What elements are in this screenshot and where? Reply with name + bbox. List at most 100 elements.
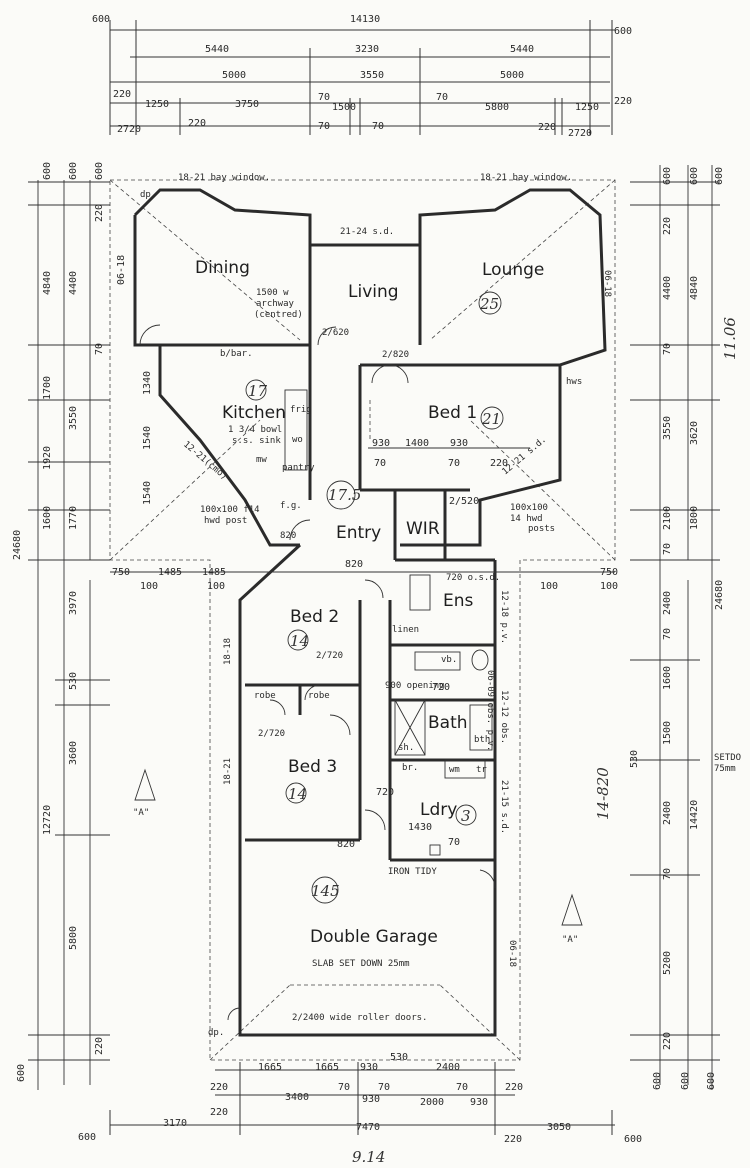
dim-bot-1665-a: 1665 bbox=[258, 1062, 282, 1073]
note-pantry: pantry bbox=[282, 463, 315, 473]
dim-right-4400: 4400 bbox=[662, 276, 673, 300]
note-linen: linen bbox=[392, 625, 419, 635]
dim-mid-720-b: 720 bbox=[432, 682, 450, 693]
note-iron-tidy: IRON TIDY bbox=[388, 867, 437, 877]
dim-bot-70-b: 70 bbox=[378, 1082, 390, 1093]
dim-left-1920: 1920 bbox=[42, 446, 53, 470]
note-tr: tr bbox=[476, 765, 487, 775]
dim-right-600-a: 600 bbox=[662, 167, 673, 185]
room-ens: Ens bbox=[443, 591, 474, 611]
dim-bot-600-right: 600 bbox=[624, 1134, 642, 1145]
dim-mid-1485-a: 1485 bbox=[158, 567, 182, 578]
room-entry: Entry bbox=[336, 523, 381, 543]
dim-left-70-a: 70 bbox=[94, 343, 105, 355]
dim-right-220-b: 220 bbox=[662, 1032, 673, 1050]
dim-mid-100-c: 100 bbox=[540, 581, 558, 592]
dim-mid-720-a: 720 bbox=[376, 787, 394, 798]
note-dp-2: dp. bbox=[208, 1028, 224, 1038]
dim-right-600-b: 600 bbox=[689, 167, 700, 185]
note-robe-2: robe bbox=[308, 691, 330, 701]
note-w-0618-garage: 06-18 bbox=[507, 940, 517, 967]
dim-top-5440-left: 5440 bbox=[205, 44, 229, 55]
note-w-0618-right: 06-18 bbox=[602, 270, 612, 297]
dim-top-5800: 5800 bbox=[485, 102, 509, 113]
note-w-0609: 06-09 obs. p.v. bbox=[485, 670, 495, 751]
dim-mid-2-520: 2/520 bbox=[449, 496, 479, 507]
note-dp-1: dp. bbox=[140, 190, 156, 200]
dim-left-24680: 24680 bbox=[12, 530, 23, 560]
dim-top-70-a: 70 bbox=[318, 92, 330, 103]
handwritten-bottom: 9.14 bbox=[352, 1148, 385, 1166]
dim-mid-930-b: 930 bbox=[450, 438, 468, 449]
dim-right-600-f: 600 bbox=[706, 1072, 717, 1090]
dim-left-3600: 3600 bbox=[68, 741, 79, 765]
dim-right-1800: 1800 bbox=[689, 506, 700, 530]
note-bed3-door: 2/720 bbox=[258, 729, 285, 739]
area-bed2: 14 bbox=[290, 632, 309, 650]
note-door-2-620: 2/620 bbox=[322, 328, 349, 338]
dim-right-70-b: 70 bbox=[662, 543, 673, 555]
dim-bot-3050: 3050 bbox=[547, 1122, 571, 1133]
dim-mid-100-a: 100 bbox=[140, 581, 158, 592]
dim-right-4840: 4840 bbox=[689, 276, 700, 300]
room-ldry: Ldry bbox=[420, 800, 457, 820]
dim-top-70-b: 70 bbox=[436, 92, 448, 103]
note-w-1218: 12-18 p.v. bbox=[499, 590, 509, 644]
note-hws: hws bbox=[566, 377, 582, 387]
dim-top-2720-left: 2720 bbox=[117, 124, 141, 135]
note-post-right-2: 14 hwd bbox=[510, 514, 543, 524]
dim-left-1540-a: 1540 bbox=[142, 426, 153, 450]
dim-top-5440-right: 5440 bbox=[510, 44, 534, 55]
dim-right-1500: 1500 bbox=[662, 721, 673, 745]
dim-bot-930-c: 930 bbox=[470, 1097, 488, 1108]
dim-bot-2000: 2000 bbox=[420, 1097, 444, 1108]
dim-left-1700: 1700 bbox=[42, 376, 53, 400]
note-w-1818: 18-18 bbox=[223, 638, 233, 665]
note-sink-1: 1 3/4 bowl bbox=[228, 425, 282, 435]
dim-top-overall: 14130 bbox=[350, 14, 380, 25]
dim-top-220: 220 bbox=[113, 89, 131, 100]
dim-bot-220-b: 220 bbox=[505, 1082, 523, 1093]
area-ldry: 3 bbox=[461, 807, 471, 825]
dim-right-2100: 2100 bbox=[662, 506, 673, 530]
dim-mid-1485-b: 1485 bbox=[202, 567, 226, 578]
note-bth: bth bbox=[474, 735, 490, 745]
dim-right-600-c: 600 bbox=[714, 167, 725, 185]
note-sink-2: s.s. sink bbox=[232, 436, 281, 446]
dim-left-12720: 12720 bbox=[42, 805, 53, 835]
dim-mid-750-a: 750 bbox=[112, 567, 130, 578]
dim-top-70-d: 70 bbox=[372, 121, 384, 132]
note-fg: f.g. bbox=[280, 501, 302, 511]
dim-right-70-a: 70 bbox=[662, 343, 673, 355]
handwriting: 14-820 11.06 9.14 SETDO 75mm bbox=[352, 317, 741, 1166]
area-entry: 17.5 bbox=[328, 486, 361, 504]
dim-bot-2400: 2400 bbox=[436, 1062, 460, 1073]
dim-mid-70-b: 70 bbox=[448, 458, 460, 469]
note-bed2-door: 2/720 bbox=[316, 651, 343, 661]
room-labels: Dining Living Lounge Kitchen Bed 1 Entry… bbox=[195, 258, 544, 947]
left-dimensions: 600 600 600 220 4400 4840 06-18 70 1700 … bbox=[12, 162, 153, 1090]
note-wo: wo bbox=[292, 435, 303, 445]
dim-left-1770: 1770 bbox=[68, 506, 79, 530]
setdown-2: 75mm bbox=[714, 764, 736, 774]
room-bath: Bath bbox=[428, 713, 468, 733]
dim-top-70-c: 70 bbox=[318, 121, 330, 132]
dim-right-600-e: 600 bbox=[680, 1072, 691, 1090]
dim-top-220-right: 220 bbox=[614, 96, 632, 107]
dim-top-1500: 1500 bbox=[332, 102, 356, 113]
dim-mid-750-b: 750 bbox=[600, 567, 618, 578]
dim-top-2720-right: 2720 bbox=[568, 128, 592, 139]
area-bed3: 14 bbox=[288, 785, 307, 803]
note-opening: 900 opening bbox=[385, 681, 445, 691]
note-sh: sh. bbox=[398, 743, 414, 753]
dim-bot-1665-b: 1665 bbox=[315, 1062, 339, 1073]
dim-bot-220-a: 220 bbox=[210, 1082, 228, 1093]
dim-right-14420: 14420 bbox=[689, 800, 700, 830]
dim-mid-100-b: 100 bbox=[207, 581, 225, 592]
room-dining: Dining bbox=[195, 258, 250, 278]
note-living-door: 21-24 s.d. bbox=[340, 227, 394, 237]
area-lounge: 25 bbox=[479, 295, 499, 313]
bottom-dimensions: 220 1665 1665 930 530 2400 220 220 3400 … bbox=[78, 1052, 642, 1145]
dim-left-220-b: 220 bbox=[94, 1037, 105, 1055]
